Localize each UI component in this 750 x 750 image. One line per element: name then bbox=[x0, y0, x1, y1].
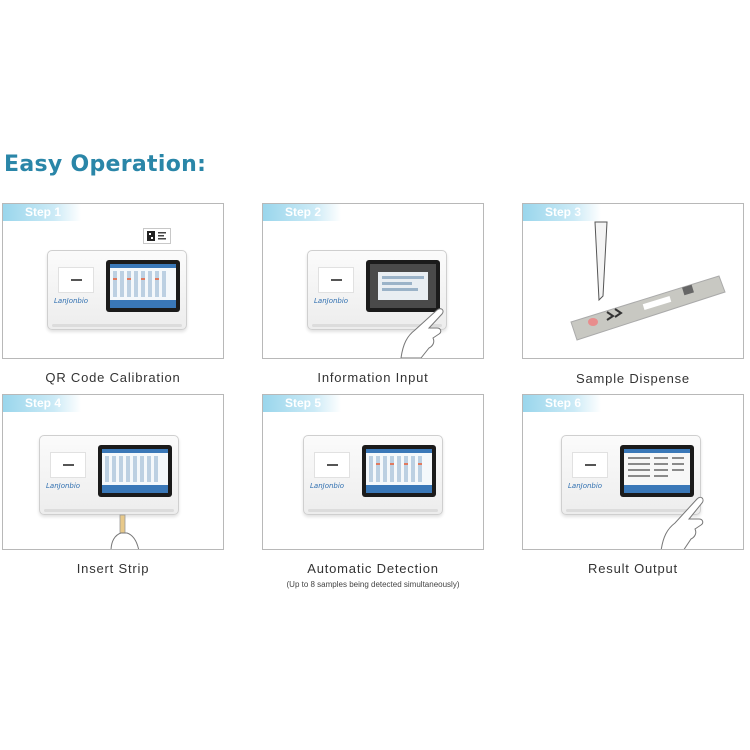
device-logo: LanJonbio bbox=[54, 297, 89, 305]
result-table-icon bbox=[624, 449, 690, 493]
step-6-badge: Step 6 bbox=[523, 395, 601, 412]
device-screen bbox=[366, 260, 440, 312]
step-5-card: Step 5 LanJonbio bbox=[262, 394, 484, 550]
detection-grid-icon bbox=[366, 449, 432, 493]
qr-code-icon bbox=[147, 231, 166, 241]
step-3-badge: Step 3 bbox=[523, 204, 601, 221]
step-3-card: Step 3 bbox=[522, 203, 744, 359]
analyzer-device: LanJonbio bbox=[303, 435, 443, 515]
input-form-icon bbox=[370, 264, 436, 308]
step-2-caption: Information Input bbox=[317, 370, 429, 385]
step-4-badge: Step 4 bbox=[3, 395, 81, 412]
strip-slot bbox=[50, 452, 86, 478]
device-screen bbox=[98, 445, 172, 497]
device-logo: LanJonbio bbox=[46, 482, 81, 490]
strip-slot bbox=[314, 452, 350, 478]
page-heading: Easy Operation: bbox=[4, 152, 207, 177]
step-1-badge: Step 1 bbox=[3, 204, 81, 221]
strip-slot bbox=[572, 452, 608, 478]
detection-grid-icon bbox=[102, 449, 168, 493]
device-logo: LanJonbio bbox=[568, 482, 603, 490]
hand-pointing-icon bbox=[660, 496, 704, 549]
detection-grid-icon bbox=[110, 264, 176, 308]
hand-strip-icon bbox=[110, 514, 140, 549]
step-5-caption: Automatic Detection bbox=[307, 561, 439, 576]
analyzer-device: LanJonbio bbox=[307, 250, 447, 330]
qr-code-card bbox=[143, 228, 171, 244]
step-6-card: Step 6 LanJonbio bbox=[522, 394, 744, 550]
step-4-caption: Insert Strip bbox=[76, 561, 150, 576]
step-2-card: Step 2 LanJonbio bbox=[262, 203, 484, 359]
analyzer-device: LanJonbio bbox=[39, 435, 179, 515]
strip-slot bbox=[58, 267, 94, 293]
pipette-strip-icon bbox=[570, 221, 726, 341]
device-logo: LanJonbio bbox=[314, 297, 349, 305]
device-logo: LanJonbio bbox=[310, 482, 345, 490]
strip-slot bbox=[318, 267, 354, 293]
step-3-caption: Sample Dispense bbox=[576, 371, 690, 386]
analyzer-device: LanJonbio bbox=[47, 250, 187, 330]
step-5-note: (Up to 8 samples being detected simultan… bbox=[286, 580, 460, 589]
analyzer-device: LanJonbio bbox=[561, 435, 701, 515]
hand-pointing-icon bbox=[400, 308, 444, 358]
step-5-badge: Step 5 bbox=[263, 395, 341, 412]
device-screen bbox=[106, 260, 180, 312]
step-2-badge: Step 2 bbox=[263, 204, 341, 221]
device-screen bbox=[620, 445, 694, 497]
step-1-caption: QR Code Calibration bbox=[45, 370, 181, 385]
step-4-card: Step 4 LanJonbio bbox=[2, 394, 224, 550]
step-6-caption: Result Output bbox=[588, 561, 678, 576]
step-1-card: Step 1 LanJonbio bbox=[2, 203, 224, 359]
device-screen bbox=[362, 445, 436, 497]
